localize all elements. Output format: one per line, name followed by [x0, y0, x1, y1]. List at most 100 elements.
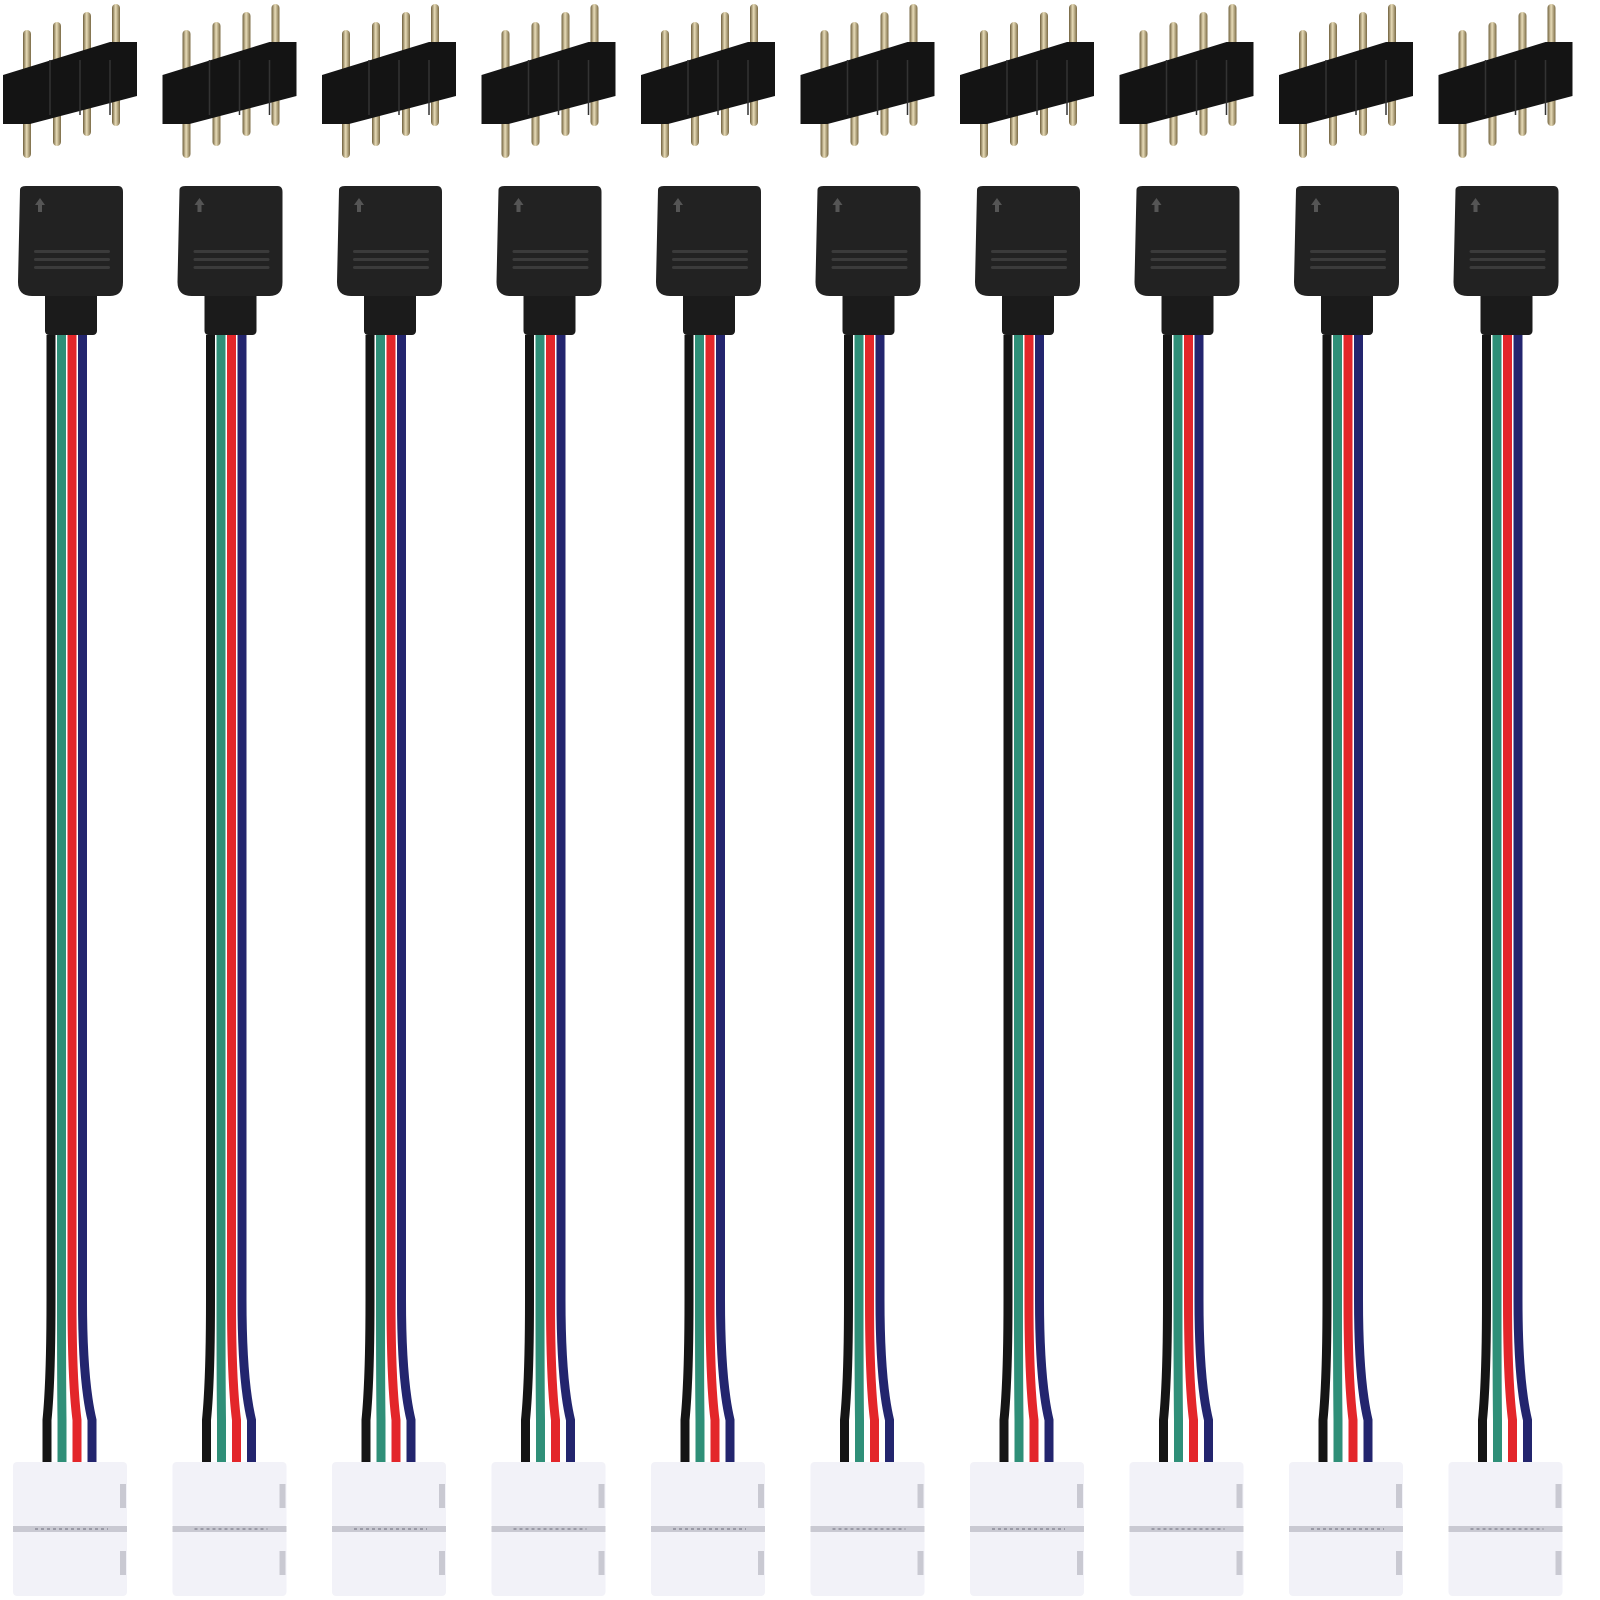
- wire: [705, 335, 720, 1465]
- wire: [1513, 335, 1532, 1465]
- pin-header-body: [1279, 42, 1413, 124]
- female-connector: [1134, 186, 1240, 335]
- grip-ridge: [353, 258, 429, 261]
- clip-bottom: [810, 1530, 925, 1596]
- cable-unit: [641, 4, 775, 1596]
- wire: [556, 335, 575, 1465]
- clip-top: [1289, 1462, 1403, 1528]
- clip-notch: [1555, 1551, 1562, 1575]
- connector-housing: [815, 186, 921, 296]
- wire: [1343, 335, 1358, 1465]
- wire: [78, 335, 97, 1465]
- grip-ridge: [193, 250, 270, 253]
- clip-top: [13, 1462, 127, 1528]
- connector-housing: [18, 186, 123, 296]
- clip-bottom: [1289, 1530, 1403, 1596]
- wire: [1194, 335, 1213, 1465]
- wire-bundle: [1478, 335, 1532, 1465]
- wire: [227, 335, 241, 1465]
- pin-header: [960, 4, 1094, 158]
- grip-ridge: [353, 250, 429, 253]
- cable-unit: [322, 4, 456, 1596]
- wire-bundle: [840, 335, 894, 1465]
- wire: [42, 335, 56, 1465]
- connector-housing: [337, 186, 442, 296]
- wire-bundle: [361, 335, 416, 1465]
- grip-ridge: [1469, 250, 1546, 253]
- grip-ridge: [1310, 258, 1386, 261]
- pin-header: [641, 4, 775, 158]
- connector-housing: [1453, 186, 1559, 296]
- clip-connector: [810, 1462, 925, 1596]
- connector-housing: [177, 186, 283, 296]
- pin-header-body: [800, 42, 935, 124]
- grip-ridge: [512, 250, 589, 253]
- clip-notch: [439, 1484, 445, 1508]
- pin-header: [1279, 4, 1413, 158]
- connector-housing: [1134, 186, 1240, 296]
- grip-ridge: [1469, 266, 1546, 269]
- wire: [716, 335, 735, 1465]
- grip-ridge: [831, 250, 908, 253]
- wire: [67, 335, 82, 1465]
- clip-top: [332, 1462, 446, 1528]
- clip-notch: [598, 1551, 605, 1575]
- wire: [521, 335, 534, 1465]
- clip-connector: [970, 1462, 1084, 1596]
- wire: [1035, 335, 1054, 1465]
- clip-top: [491, 1462, 606, 1528]
- wire: [397, 335, 416, 1465]
- clip-top: [172, 1462, 287, 1528]
- wire: [1354, 335, 1373, 1465]
- wire: [680, 335, 694, 1465]
- cable-unit: [1119, 4, 1254, 1596]
- grip-ridge: [991, 258, 1067, 261]
- wire: [1478, 335, 1491, 1465]
- clip-bottom: [332, 1530, 446, 1596]
- grip-ridge: [1150, 266, 1227, 269]
- cable-unit: [1438, 4, 1573, 1596]
- wire-bundle: [1318, 335, 1373, 1465]
- cable-unit: [162, 4, 297, 1596]
- clip-connector: [651, 1462, 765, 1596]
- wire: [1184, 335, 1198, 1465]
- clip-seam: [13, 1526, 127, 1532]
- cable-unit: [481, 4, 616, 1596]
- wire: [237, 335, 256, 1465]
- wire: [865, 335, 879, 1465]
- clip-notch: [758, 1551, 764, 1575]
- clip-bottom: [13, 1530, 127, 1596]
- cable-unit: [1279, 4, 1413, 1596]
- connector-housing: [1294, 186, 1399, 296]
- grip-ridge: [672, 258, 748, 261]
- clip-connector: [332, 1462, 446, 1596]
- wire: [1503, 335, 1517, 1465]
- clip-notch: [1396, 1484, 1402, 1508]
- clip-notch: [1555, 1484, 1562, 1508]
- grip-ridge: [1150, 250, 1227, 253]
- clip-top: [810, 1462, 925, 1528]
- clip-notch: [279, 1551, 286, 1575]
- wire: [999, 335, 1013, 1465]
- clip-notch: [1236, 1551, 1243, 1575]
- arrow-icon: [832, 198, 843, 212]
- female-connector: [815, 186, 921, 335]
- grip-ridge: [512, 258, 589, 261]
- grip-ridge: [34, 258, 110, 261]
- female-connector: [177, 186, 283, 335]
- clip-seam: [1448, 1526, 1563, 1532]
- wire-bundle: [42, 335, 97, 1465]
- female-connector: [656, 186, 761, 335]
- arrow-icon: [35, 198, 45, 212]
- cable-unit: [3, 4, 137, 1596]
- clip-bottom: [970, 1530, 1084, 1596]
- clip-connector: [1289, 1462, 1403, 1596]
- clip-notch: [120, 1551, 126, 1575]
- wire: [1024, 335, 1039, 1465]
- wire: [854, 335, 864, 1465]
- clip-top: [1129, 1462, 1244, 1528]
- grip-ridge: [193, 266, 270, 269]
- grip-ridge: [353, 266, 429, 269]
- clip-seam: [810, 1526, 925, 1532]
- wire: [695, 335, 705, 1465]
